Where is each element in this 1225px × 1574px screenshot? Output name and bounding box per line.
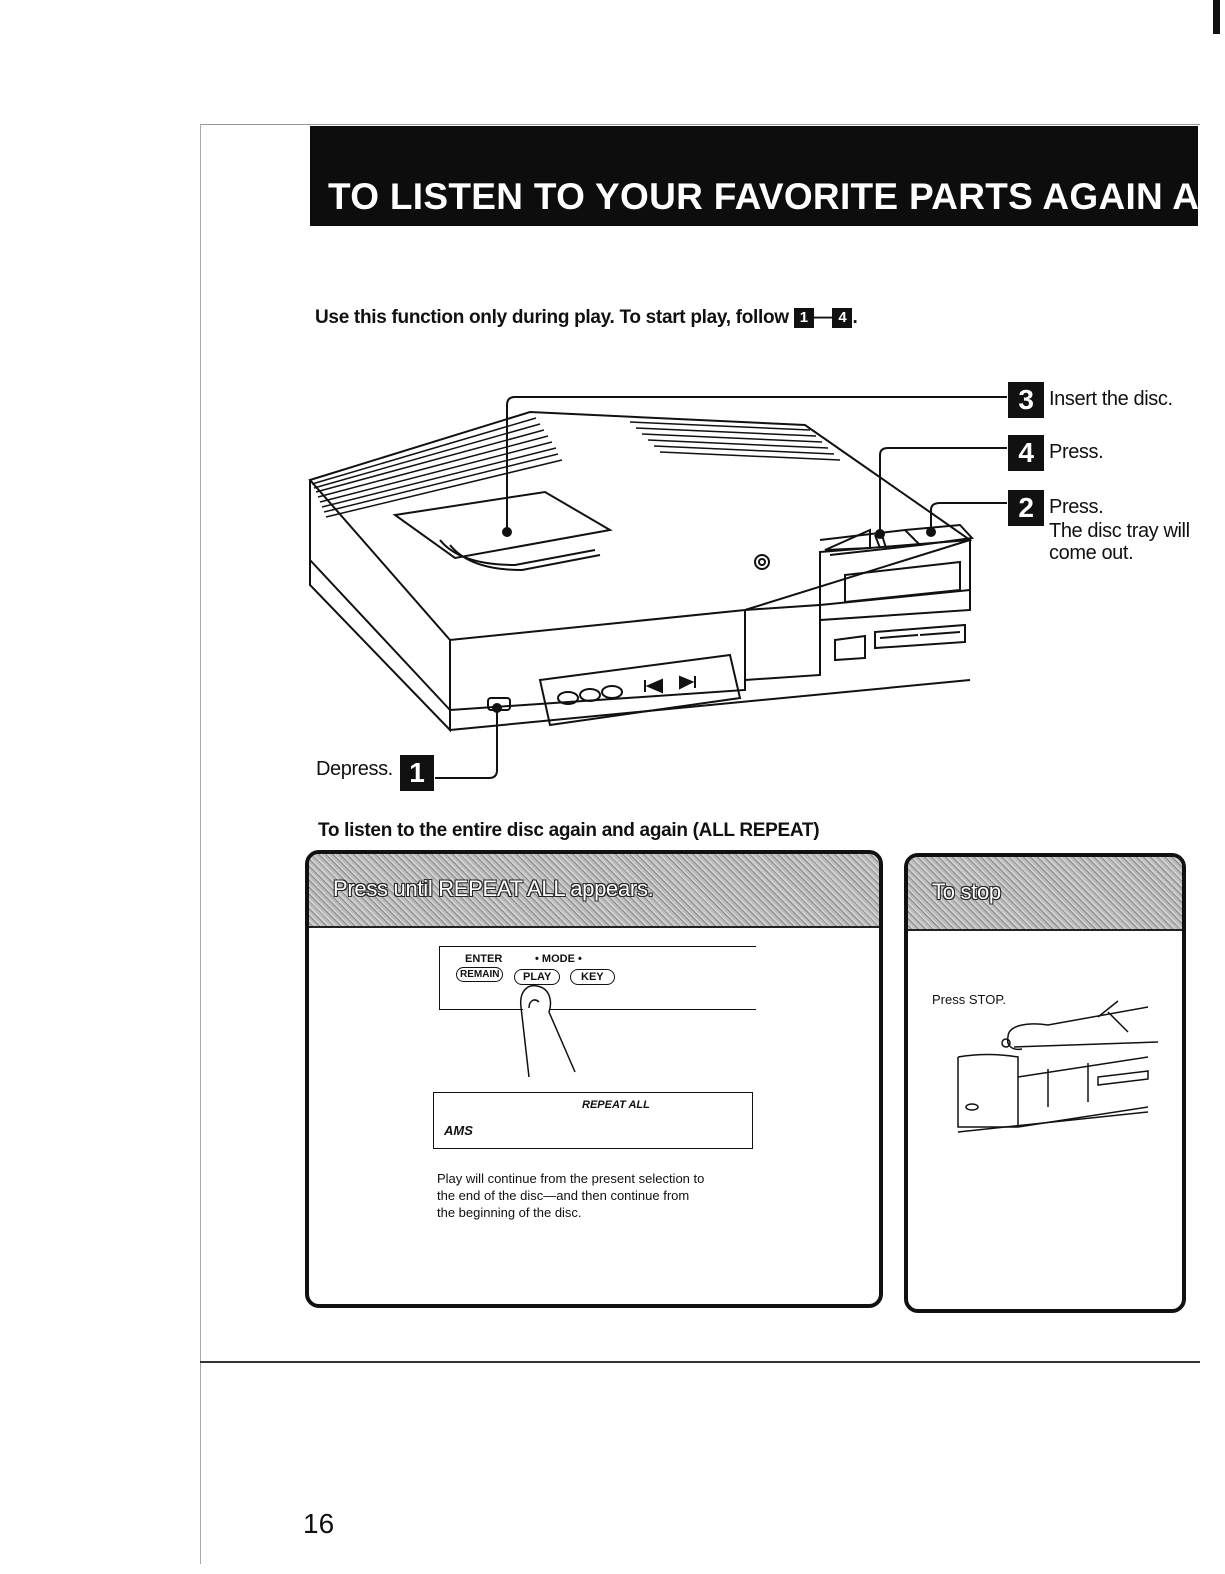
repeat-note-line2: the end of the disc—and then continue fr… [437, 1188, 690, 1203]
stop-hand-illustration [957, 1000, 1159, 1133]
title-banner: TO LISTEN TO YOUR FAVORITE PARTS AGAIN A… [310, 126, 1198, 226]
repeat-panel-header-text: Press until REPEAT ALL appears. [333, 876, 654, 901]
play-button[interactable]: PLAY [514, 969, 561, 985]
stop-panel: To stop Press STOP. [904, 853, 1186, 1313]
stop-panel-header-text: To stop [932, 879, 1001, 904]
repeat-panel: Press until REPEAT ALL appears. ENTER • … [305, 850, 883, 1308]
intro-dash: — [813, 307, 833, 328]
left-rule [200, 124, 201, 1564]
step-3-text: Insert the disc. [1049, 388, 1173, 410]
repeat-all-indicator: REPEAT ALL [582, 1099, 650, 1111]
button-strip: ENTER • MODE • REMAIN PLAY KEY [439, 946, 756, 1010]
step-3-badge: 3 [1008, 382, 1044, 418]
edge-mark [1213, 0, 1220, 34]
step-2-text: Press. [1049, 496, 1104, 518]
intro-line: Use this function only during play. To s… [315, 307, 858, 329]
intro-step-to-badge: 4 [832, 307, 853, 328]
ams-indicator: AMS [444, 1123, 473, 1138]
step-4-text: Press. [1049, 441, 1104, 463]
repeat-note: Play will continue from the present sele… [437, 1170, 777, 1221]
finger-pointer-icon [519, 984, 576, 1078]
bottom-rule [200, 1361, 1200, 1363]
step-2-badge: 2 [1008, 490, 1044, 526]
step-2-text-line2: The disc tray will [1049, 520, 1190, 542]
page-number: 16 [303, 1508, 335, 1539]
repeat-note-line3: the beginning of the disc. [437, 1205, 582, 1220]
step-4-badge: 4 [1008, 435, 1044, 471]
mode-label: • MODE • [535, 953, 582, 965]
step-2-text-line3: come out. [1049, 542, 1134, 564]
repeat-note-line1: Play will continue from the present sele… [437, 1171, 705, 1186]
key-button[interactable]: KEY [570, 969, 615, 985]
enter-label: ENTER [465, 953, 503, 965]
intro-text: Use this function only during play. To s… [315, 307, 789, 328]
lcd-display: REPEAT ALL AMS [433, 1092, 753, 1149]
intro-end: . [852, 307, 858, 328]
repeat-panel-header: Press until REPEAT ALL appears. [309, 854, 879, 928]
top-rule [200, 124, 1200, 125]
step-1-badge: 1 [400, 755, 434, 791]
all-repeat-subheading: To listen to the entire disc again and a… [318, 820, 820, 841]
stop-panel-header: To stop [908, 857, 1182, 931]
depress-label: Depress. [316, 758, 393, 780]
page-title: TO LISTEN TO YOUR FAVORITE PARTS AGAIN A… [328, 176, 1198, 217]
cd-player-illustration [308, 410, 975, 733]
stop-instruction: Press STOP. [932, 992, 1006, 1007]
intro-step-from-badge: 1 [793, 307, 814, 328]
remain-button[interactable]: REMAIN [456, 967, 504, 982]
